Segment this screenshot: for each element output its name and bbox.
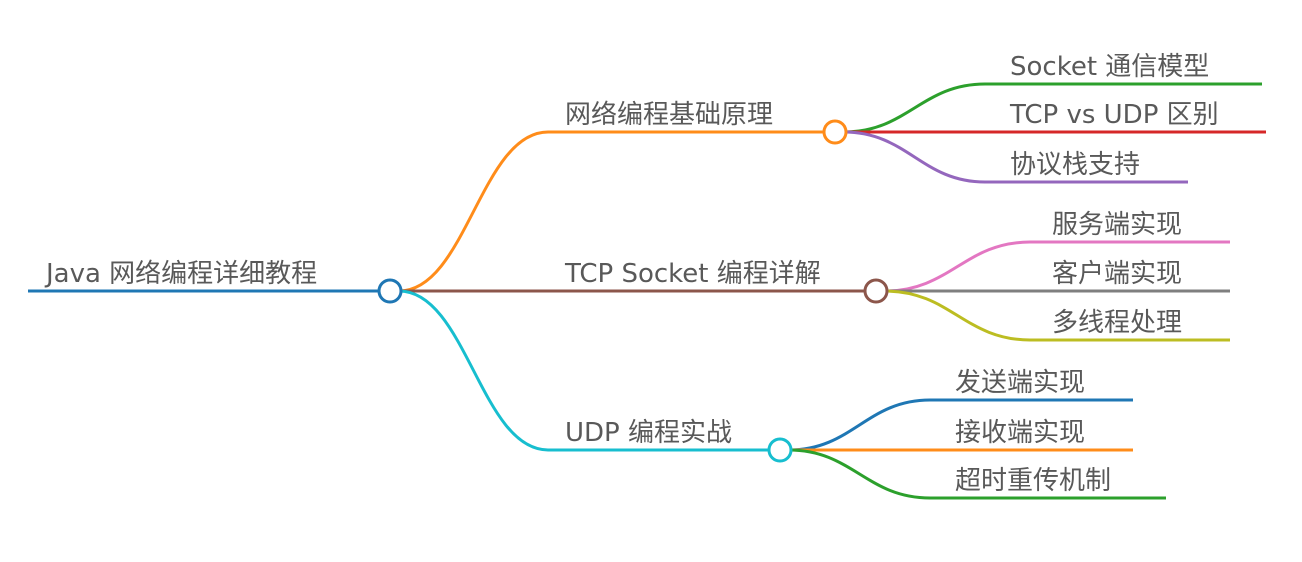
root-label: Java 网络编程详细教程	[44, 259, 317, 289]
leaf-label: 客户端实现	[1052, 259, 1182, 289]
branch-connector	[398, 289, 549, 452]
leaf-label: TCP vs UDP 区别	[1009, 100, 1219, 130]
branch-expand-toggle[interactable]	[822, 119, 848, 145]
branch-label: UDP 编程实战	[565, 418, 732, 448]
branch-expand-toggle[interactable]	[863, 278, 889, 304]
leaf-label: 接收端实现	[955, 418, 1085, 448]
leaf-node[interactable]: 多线程处理	[884, 289, 1230, 342]
leaf-node[interactable]: 发送端实现	[788, 368, 1133, 452]
leaf-label: Socket 通信模型	[1010, 52, 1209, 82]
branch-label: TCP Socket 编程详解	[564, 259, 821, 289]
branch-expand-toggle[interactable]	[767, 437, 793, 463]
leaf-node[interactable]: TCP vs UDP 区别	[844, 100, 1266, 134]
root-expand-toggle[interactable]	[377, 278, 403, 304]
branch-node-udp[interactable]: UDP 编程实战 发送端实现 接收端实现 超时重传机制	[398, 289, 1166, 500]
leaf-connector	[788, 398, 931, 452]
branch-node-tcp[interactable]: TCP Socket 编程详解 服务端实现 客户端实现 多线程处理	[398, 210, 1230, 342]
leaf-connector	[788, 448, 931, 500]
leaf-connector	[884, 240, 1031, 293]
leaf-node[interactable]: 接收端实现	[788, 418, 1133, 452]
leaf-label: 协议栈支持	[1010, 150, 1140, 180]
leaf-node[interactable]: 服务端实现	[884, 210, 1230, 293]
leaf-label: 多线程处理	[1052, 308, 1182, 338]
branch-node-basics[interactable]: 网络编程基础原理 Socket 通信模型 TCP vs UDP 区别 协议栈支持	[398, 52, 1266, 293]
leaf-node[interactable]: 超时重传机制	[788, 448, 1166, 500]
branch-label: 网络编程基础原理	[565, 100, 773, 130]
leaf-connector	[843, 82, 986, 134]
root-node[interactable]: Java 网络编程详细教程	[28, 259, 390, 293]
leaf-node[interactable]: 协议栈支持	[843, 130, 1188, 184]
leaf-node[interactable]: Socket 通信模型	[843, 52, 1262, 134]
leaf-label: 超时重传机制	[955, 466, 1111, 496]
leaf-label: 服务端实现	[1052, 210, 1182, 240]
leaf-label: 发送端实现	[955, 368, 1085, 398]
leaf-node[interactable]: 客户端实现	[884, 259, 1230, 293]
leaf-connector	[843, 130, 986, 184]
leaf-connector	[884, 289, 1031, 342]
branch-connector	[398, 130, 549, 293]
